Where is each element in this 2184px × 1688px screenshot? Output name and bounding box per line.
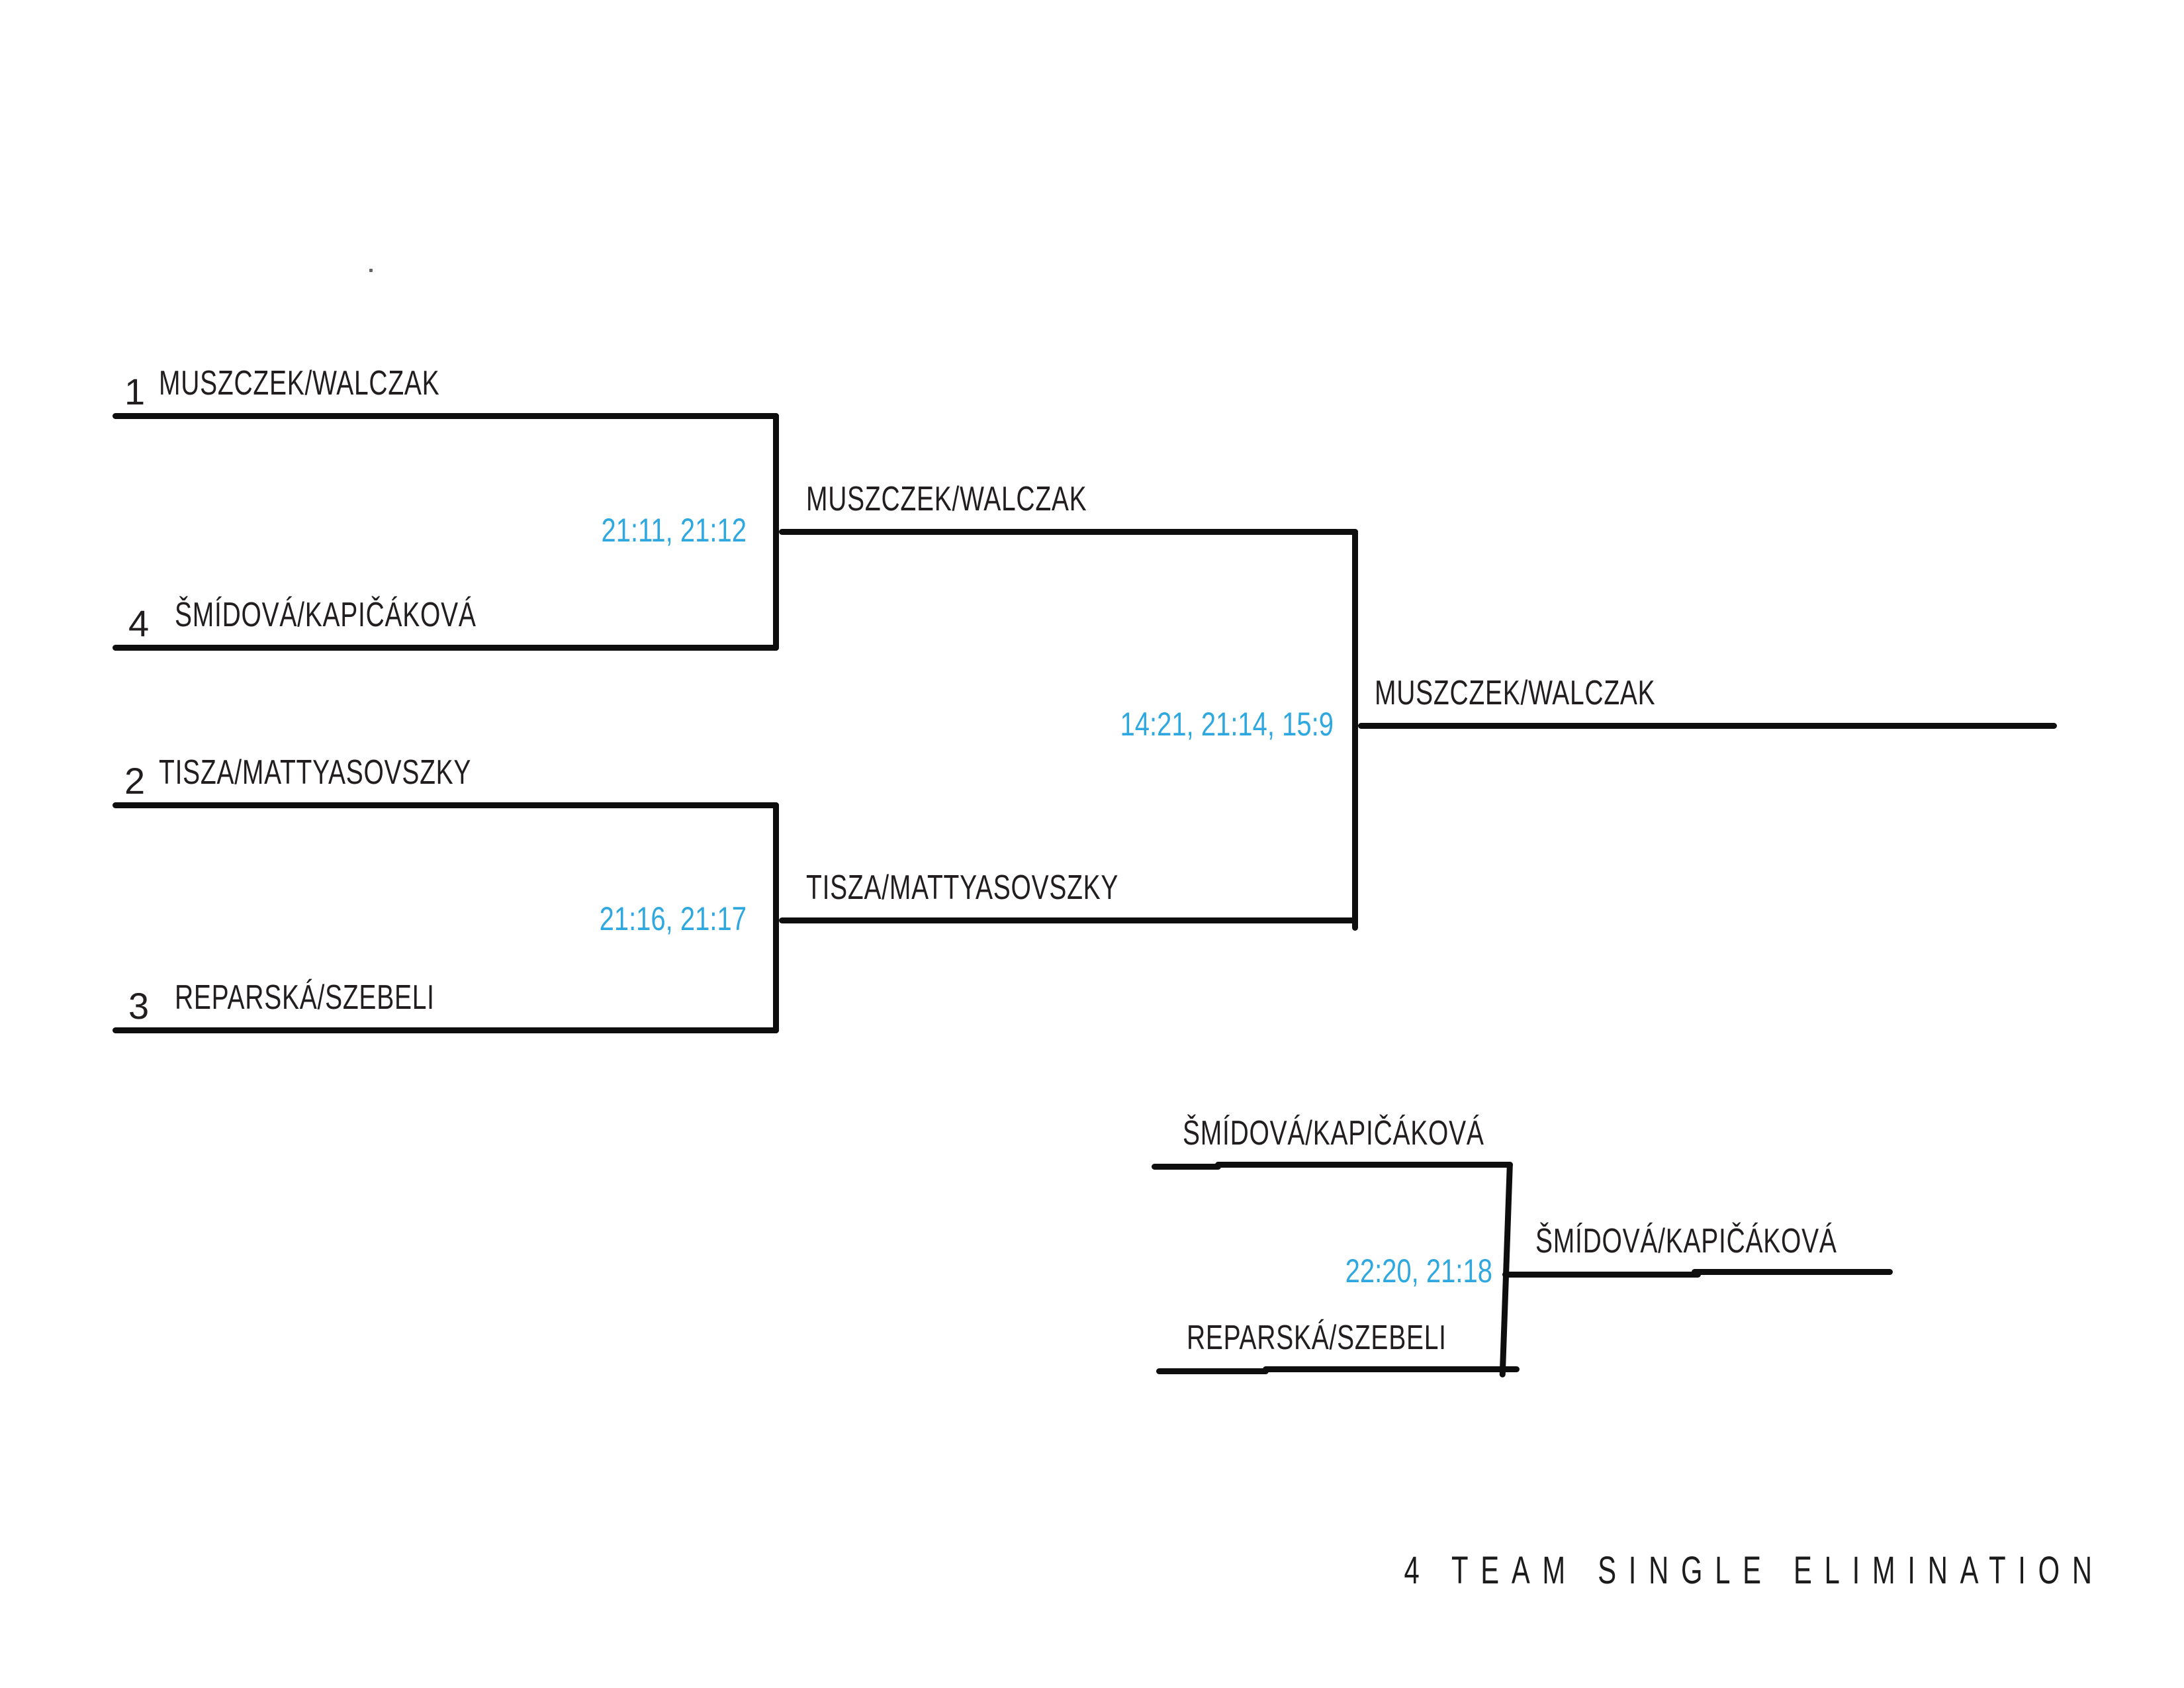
team-label-seed2: TISZA/MATTYASOVSZKY — [159, 753, 472, 792]
team-label-seed1: MUSZCZEK/WALCZAK — [159, 364, 440, 402]
semifinal2-winner-label: TISZA/MATTYASOVSZKY — [806, 868, 1119, 907]
semifinal1-score: 21:11, 21:12 — [601, 512, 747, 549]
semifinal1-winner-label: MUSZCZEK/WALCZAK — [806, 480, 1087, 518]
thirdplace-top-line-b — [1215, 1162, 1513, 1168]
seed-number-4: 4 — [128, 602, 150, 644]
page-title: 4 TEAM SINGLE ELIMINATION — [1404, 1549, 2105, 1592]
semifinal1-connector-line — [773, 413, 779, 651]
thirdplace-bottom-team-label: REPARSKÁ/SZEBELI — [1187, 1319, 1447, 1357]
thirdplace-winner-line-a — [1502, 1272, 1701, 1278]
team-label-seed4: ŠMÍDOVÁ/KAPIČÁKOVÁ — [175, 596, 477, 634]
final-connector-line — [1352, 529, 1358, 931]
team-label-seed3: REPARSKÁ/SZEBELI — [175, 978, 435, 1017]
semifinal2-top-line — [113, 802, 779, 808]
final-score: 14:21, 21:14, 15:9 — [1120, 706, 1334, 743]
thirdplace-connector-line — [1499, 1161, 1513, 1378]
thirdplace-score: 22:20, 21:18 — [1345, 1252, 1492, 1289]
thirdplace-bottom-line-b — [1263, 1366, 1520, 1372]
thirdplace-winner-label: ŠMÍDOVÁ/KAPIČÁKOVÁ — [1535, 1222, 1837, 1260]
scan-artifact-dot — [369, 269, 373, 272]
thirdplace-top-team-label: ŠMÍDOVÁ/KAPIČÁKOVÁ — [1183, 1114, 1484, 1152]
champion-line — [1358, 723, 2057, 729]
champion-label: MUSZCZEK/WALCZAK — [1375, 674, 1656, 712]
thirdplace-bottom-line-a — [1156, 1368, 1269, 1374]
seed-number-1: 1 — [124, 371, 146, 412]
semifinal2-connector-line — [773, 802, 779, 1033]
thirdplace-top-line-a — [1152, 1164, 1221, 1170]
seed-number-3: 3 — [128, 985, 150, 1027]
semifinal1-top-line — [113, 413, 779, 419]
semifinal1-bottom-line — [113, 645, 779, 651]
semifinal1-winner-line — [779, 529, 1358, 535]
semifinal2-score: 21:16, 21:17 — [599, 900, 747, 937]
semifinal2-winner-line — [779, 917, 1358, 923]
semifinal2-bottom-line — [113, 1027, 779, 1033]
thirdplace-winner-line-b — [1692, 1269, 1893, 1275]
seed-number-2: 2 — [124, 760, 146, 802]
